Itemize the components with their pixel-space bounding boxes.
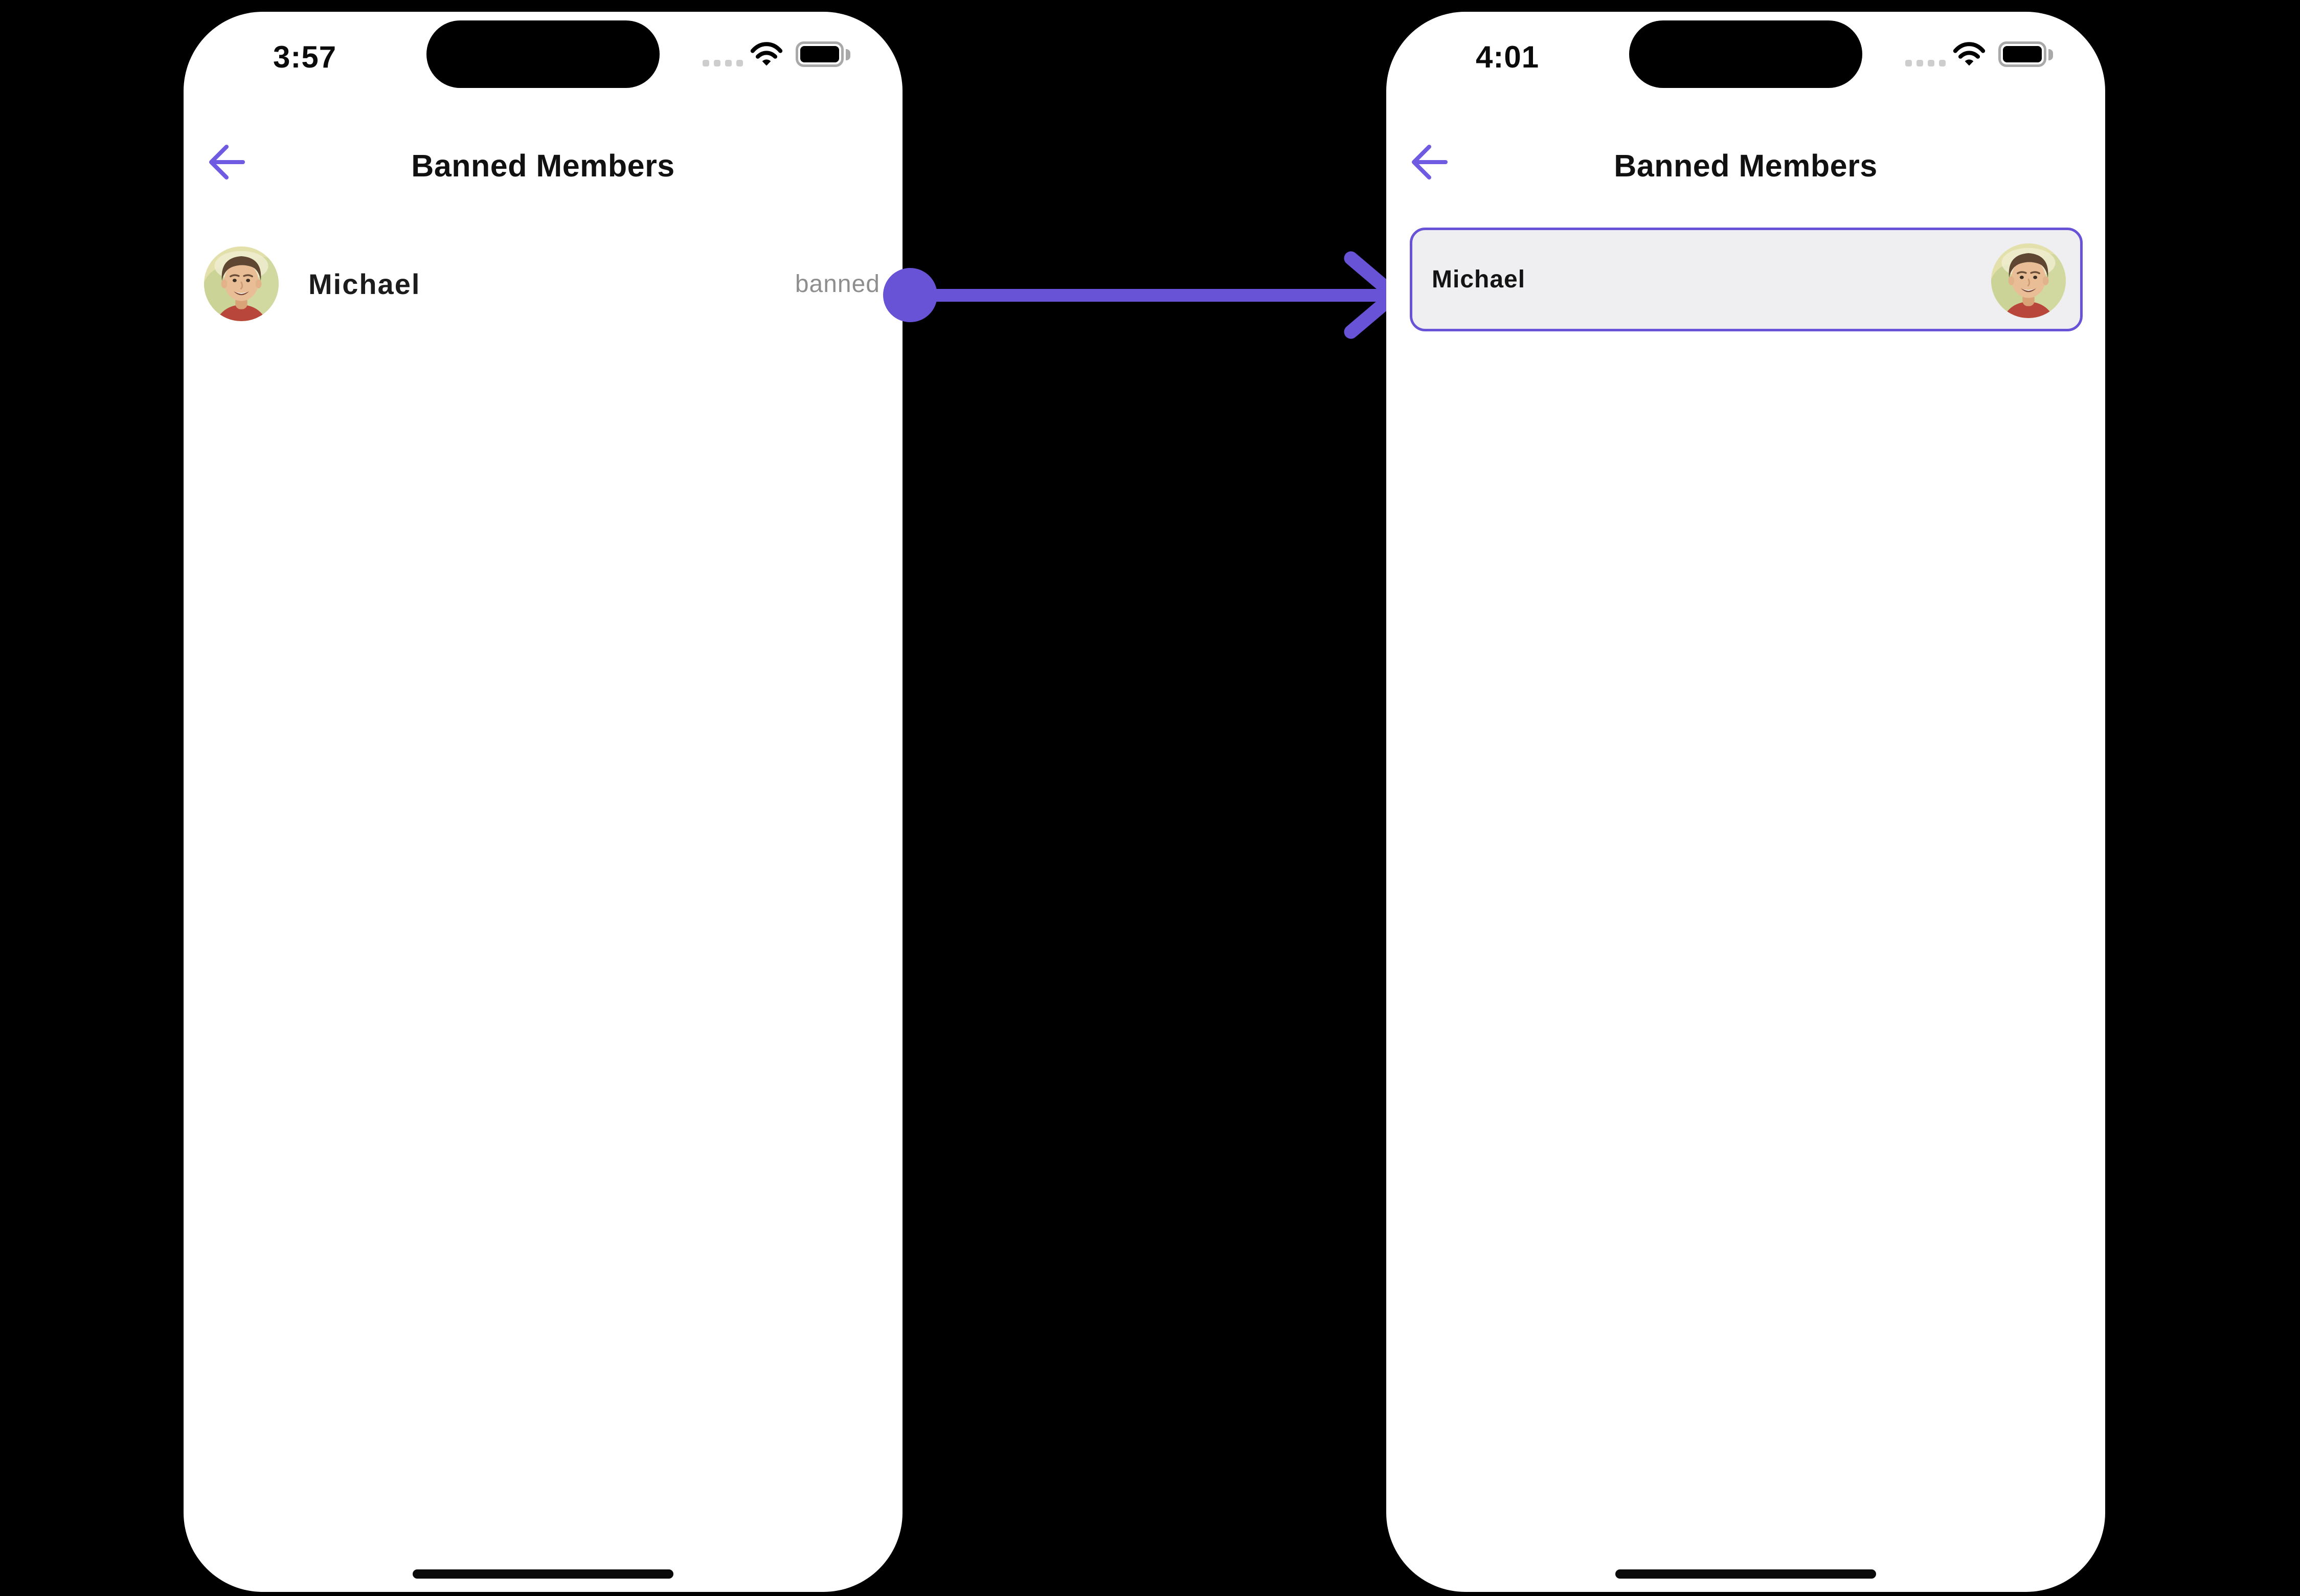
back-button[interactable] [1409,142,1450,183]
member-name: Michael [308,267,421,300]
member-status-badge: banned [795,270,880,298]
battery-icon [1998,41,2046,67]
wifi-icon [750,42,783,68]
page-title: Banned Members [411,148,675,183]
page-title: Banned Members [1614,148,1878,183]
home-indicator [1615,1569,1876,1579]
cellular-signal-icon [703,60,743,66]
battery-icon [796,41,844,67]
battery-nub [846,49,850,60]
dynamic-island [1629,20,1862,88]
cellular-signal-icon [1905,60,1946,66]
phone-frame-before: 3:57 Banned Members [184,12,903,1592]
member-name: Michael [1432,266,1526,293]
banned-member-row[interactable]: Michael banned [184,235,903,333]
banned-member-card[interactable]: Michael [1410,228,2083,331]
phone-frame-after: 4:01 Banned Members Michael [1386,12,2105,1592]
status-time: 4:01 [1476,40,1540,74]
avatar [204,246,279,321]
back-button[interactable] [206,142,247,183]
status-time: 3:57 [273,40,337,74]
battery-nub [2048,49,2053,60]
back-arrow-icon [206,142,247,183]
dynamic-island [426,20,660,88]
back-arrow-icon [1409,142,1450,183]
avatar [1991,243,2066,318]
home-indicator [413,1569,673,1579]
transition-arrow-icon [883,251,1402,339]
wifi-icon [1953,42,1986,68]
